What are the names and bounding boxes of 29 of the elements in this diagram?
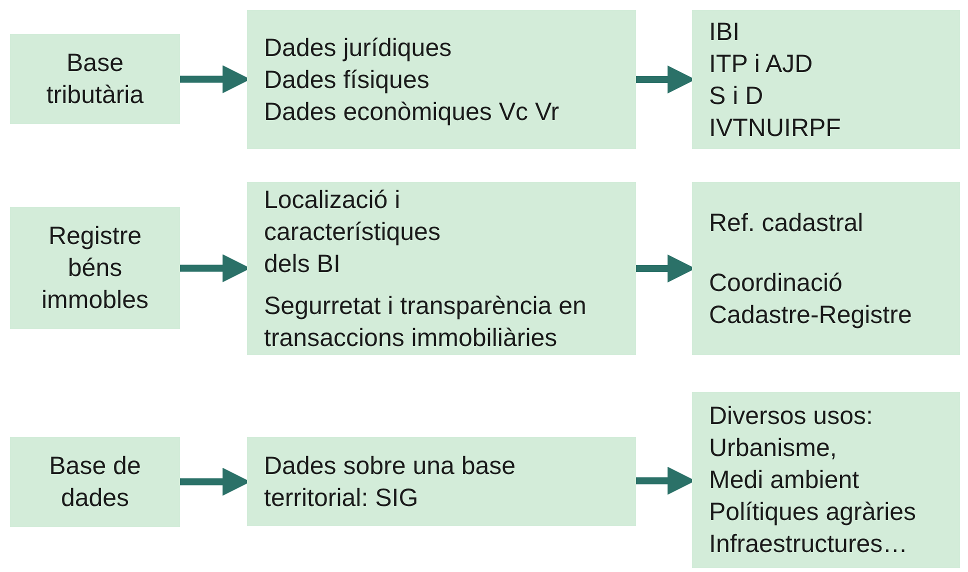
box-text: IBI — [709, 16, 740, 48]
box-text: S i D — [709, 80, 764, 112]
text-box — [10, 207, 180, 329]
text-box — [247, 437, 636, 526]
text-box — [10, 34, 180, 124]
text-box — [10, 437, 180, 527]
box-text: ITP i AJD — [709, 48, 813, 80]
box-text: Dades sobre una base territorial: SIG — [264, 450, 517, 514]
box-text: Urbanisme, — [709, 433, 837, 464]
box-text: Medi ambient — [709, 465, 860, 496]
text-box — [692, 182, 960, 355]
box-text: Diversos usos: — [709, 401, 873, 432]
box-text: Localizació i característiques dels BI — [264, 184, 442, 280]
box-text: Dades econòmiques Vc Vr — [264, 96, 560, 128]
box-text: Infraestructures… — [709, 529, 908, 560]
text-box — [692, 10, 960, 149]
text-box — [247, 10, 636, 149]
text-box — [692, 392, 960, 568]
box-text: Base tributària — [45, 48, 145, 111]
box-text: Base de dades — [48, 451, 142, 514]
box-text: Segurretat i transparència en transaccions immobiliàries — [264, 290, 588, 354]
box-text: Dades jurídiques — [264, 32, 452, 64]
box-text: IVTNUIRPF — [709, 112, 841, 144]
text-box — [247, 182, 636, 355]
box-text: Polítiques agràries — [709, 497, 916, 528]
box-text: Ref. cadastral — [709, 208, 864, 238]
box-text: Coordinació Cadastre-Registre — [709, 268, 913, 330]
box-text: Registre béns immobles — [40, 221, 150, 316]
box-text: Dades físiques — [264, 64, 430, 96]
